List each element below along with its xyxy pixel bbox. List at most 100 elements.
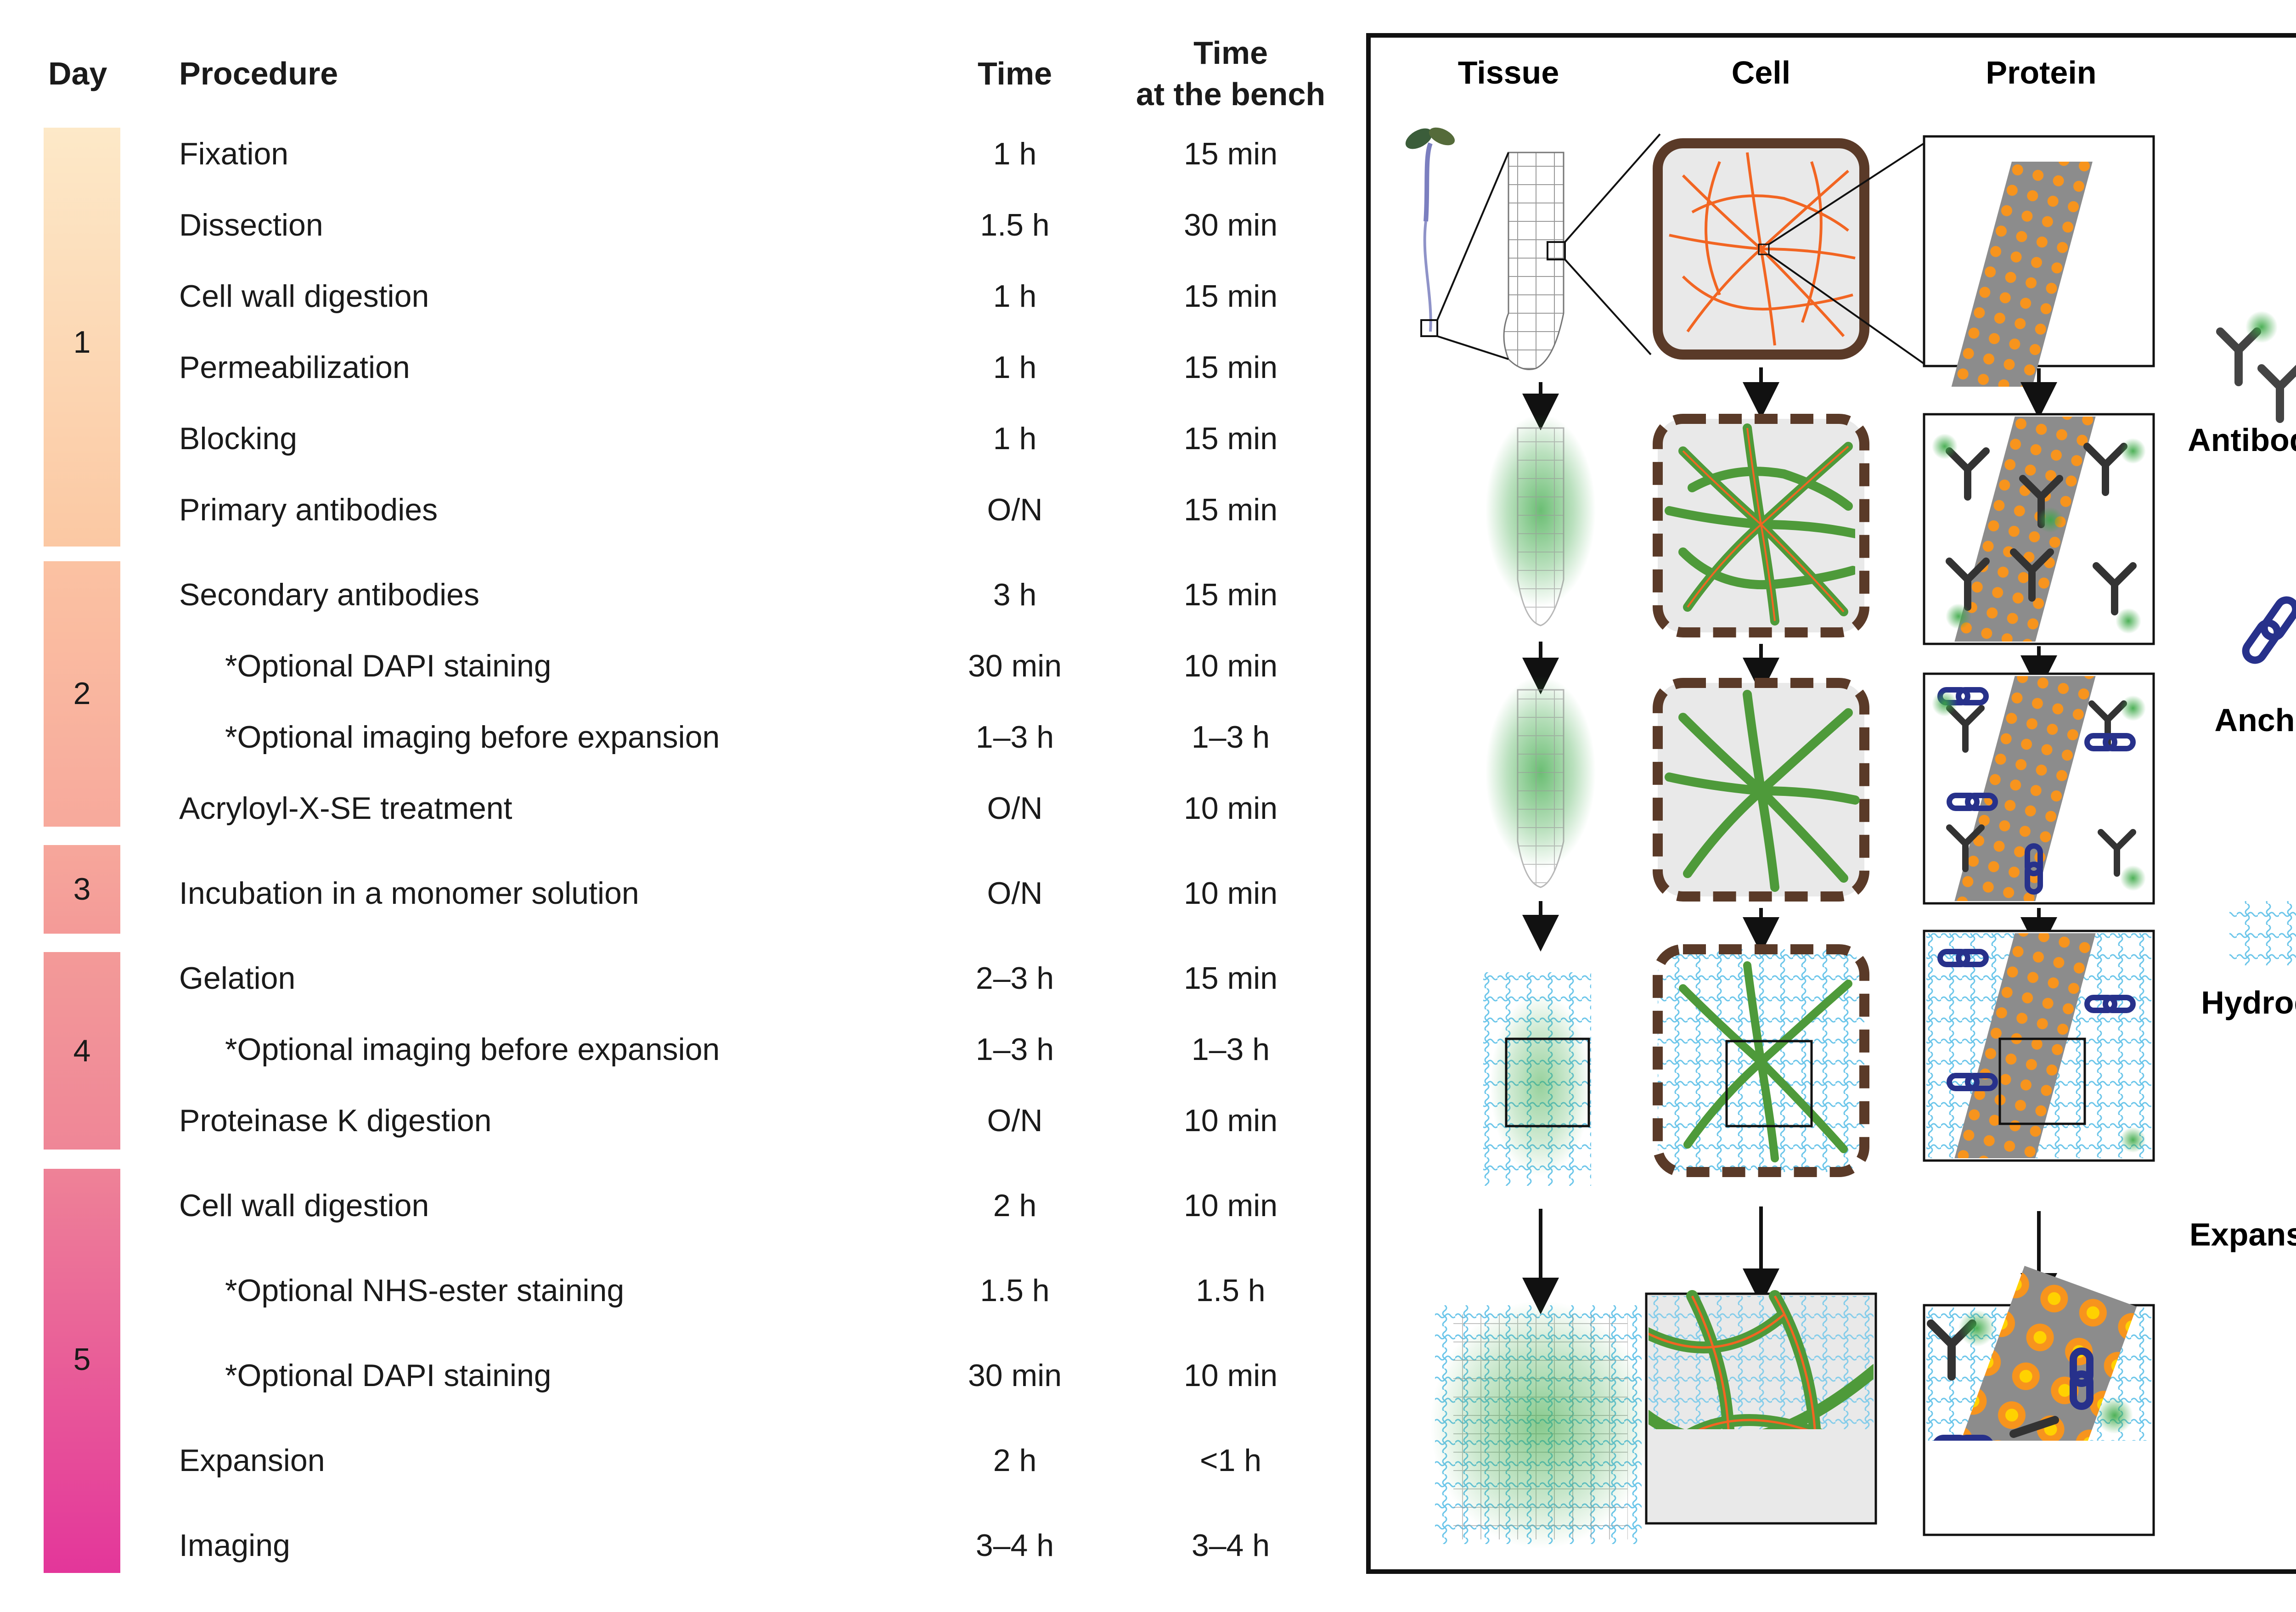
cell-antibody-stained: [1653, 414, 1869, 637]
cell-anchored: [1653, 678, 1869, 902]
time-cell: O/N: [987, 492, 1043, 527]
time-cell: 3–4 h: [975, 1528, 1054, 1563]
time-cell: 30 min: [968, 1358, 1062, 1393]
header-bench-line1: Time: [1193, 35, 1268, 71]
day-label-1: 1: [73, 325, 91, 360]
hydrogel-icon: [2229, 901, 2296, 965]
bench-time-cell: 15 min: [1183, 279, 1278, 314]
anchor-icon: [2242, 596, 2296, 664]
time-cell: 30 min: [968, 648, 1062, 683]
bench-time-cell: 30 min: [1183, 208, 1278, 242]
day-bar-2: [44, 561, 120, 827]
bench-time-cell: <1 h: [1199, 1443, 1262, 1478]
protein-antibodies: [1923, 413, 2155, 645]
column-title-protein: Protein: [1986, 55, 2096, 90]
arrows-row2: [1522, 642, 2057, 694]
bench-time-cell: 15 min: [1183, 961, 1278, 996]
bench-time-cell: 10 min: [1183, 1103, 1278, 1138]
protein-microtubule: [1923, 135, 2155, 387]
column-title-tissue: Tissue: [1458, 55, 1559, 90]
legend-anchor: Anchor: [2215, 702, 2296, 738]
day-bar-3: [44, 845, 120, 934]
bench-time-cell: 1.5 h: [1196, 1273, 1266, 1308]
day-label-2: 2: [73, 676, 91, 711]
time-cell: 1–3 h: [975, 720, 1054, 755]
bench-time-cell: 10 min: [1183, 1358, 1278, 1393]
tissue-expanded: [1430, 1301, 1651, 1549]
schematic-panel: Tissue Cell Protein: [1366, 33, 2296, 1574]
column-title-cell: Cell: [1732, 55, 1790, 90]
day-bar-5: [44, 1169, 120, 1573]
procedure-cell: Dissection: [179, 208, 323, 242]
procedure-cell: *Optional NHS-ester staining: [225, 1273, 625, 1308]
time-cell: 1 h: [993, 279, 1037, 314]
procedure-cell: Fixation: [179, 136, 289, 171]
header-time: Time: [977, 56, 1052, 91]
bench-time-cell: 15 min: [1183, 577, 1278, 612]
protein-expanded: [1923, 1266, 2155, 1536]
antibody-icon: [2216, 311, 2296, 423]
procedure-cell: Expansion: [179, 1443, 325, 1478]
procedure-cell: Gelation: [179, 961, 296, 996]
cell-expanded: [1645, 1290, 1877, 1525]
procedure-cell: *Optional imaging before expansion: [225, 720, 720, 755]
header-bench-line2: at the bench: [1136, 76, 1326, 112]
bench-time-cell: 10 min: [1183, 648, 1278, 683]
day-label-4: 4: [73, 1033, 91, 1068]
procedure-cell: Incubation in a monomer solution: [179, 876, 639, 911]
day-label-3: 3: [73, 872, 91, 907]
protein-gelled: [1923, 930, 2155, 1162]
time-cell: 1 h: [993, 421, 1037, 456]
schematic-svg: Tissue Cell Protein: [1405, 55, 2296, 1549]
seedling-icon: [1405, 127, 1455, 337]
procedure-cell: Blocking: [179, 421, 298, 456]
procedure-cell: Secondary antibodies: [179, 577, 480, 612]
procedure-cell: Cell wall digestion: [179, 1188, 429, 1223]
procedure-cell: Permeabilization: [179, 350, 410, 385]
header-day: Day: [48, 56, 107, 91]
time-cell: O/N: [987, 791, 1043, 826]
tissue-gelled: [1483, 972, 1591, 1186]
bench-time-cell: 10 min: [1183, 876, 1278, 911]
time-cell: 2 h: [993, 1443, 1037, 1478]
day-bar-4: [44, 952, 120, 1150]
procedure-cell: *Optional imaging before expansion: [225, 1032, 720, 1067]
legend-expansion: Expansion: [2189, 1217, 2296, 1252]
procedure-cell: Imaging: [179, 1528, 290, 1563]
cell-microtubules: [1653, 138, 1925, 365]
legend-antibodies: Antibodies: [2188, 422, 2296, 458]
day-label-5: 5: [73, 1342, 91, 1377]
bench-time-cell: 15 min: [1183, 421, 1278, 456]
time-cell: 1 h: [993, 350, 1037, 385]
time-cell: O/N: [987, 876, 1043, 911]
procedure-cell: *Optional DAPI staining: [225, 1358, 551, 1393]
procedure-cell: Proteinase K digestion: [179, 1103, 492, 1138]
tissue-stained-2: [1486, 676, 1596, 888]
header-procedure: Procedure: [179, 56, 338, 91]
bench-time-cell: 1–3 h: [1191, 720, 1270, 755]
root-tip-sketch: [1436, 133, 1661, 370]
arrows-row1: [1522, 367, 2057, 430]
bench-time-cell: 15 min: [1183, 136, 1278, 171]
time-cell: 2 h: [993, 1188, 1037, 1223]
bench-time-cell: 15 min: [1183, 350, 1278, 385]
bench-time-cell: 1–3 h: [1191, 1032, 1270, 1067]
time-cell: 1.5 h: [980, 1273, 1050, 1308]
procedure-cell: Primary antibodies: [179, 492, 438, 527]
time-cell: 1–3 h: [975, 1032, 1054, 1067]
time-cell: 1 h: [993, 136, 1037, 171]
bench-time-cell: 10 min: [1183, 791, 1278, 826]
day-bar-1: [44, 128, 120, 547]
cell-gelled: [1653, 944, 1869, 1177]
protein-anchored: [1923, 672, 2155, 905]
time-cell: 3 h: [993, 577, 1037, 612]
bench-time-cell: 10 min: [1183, 1188, 1278, 1223]
procedure-cell: *Optional DAPI staining: [225, 648, 551, 683]
tissue-stained-1: [1486, 414, 1596, 626]
bench-time-cell: 15 min: [1183, 492, 1278, 527]
arrows-row4: [1522, 1206, 2057, 1314]
time-cell: O/N: [987, 1103, 1043, 1138]
time-cell: 2–3 h: [975, 961, 1054, 996]
bench-time-cell: 3–4 h: [1191, 1528, 1270, 1563]
